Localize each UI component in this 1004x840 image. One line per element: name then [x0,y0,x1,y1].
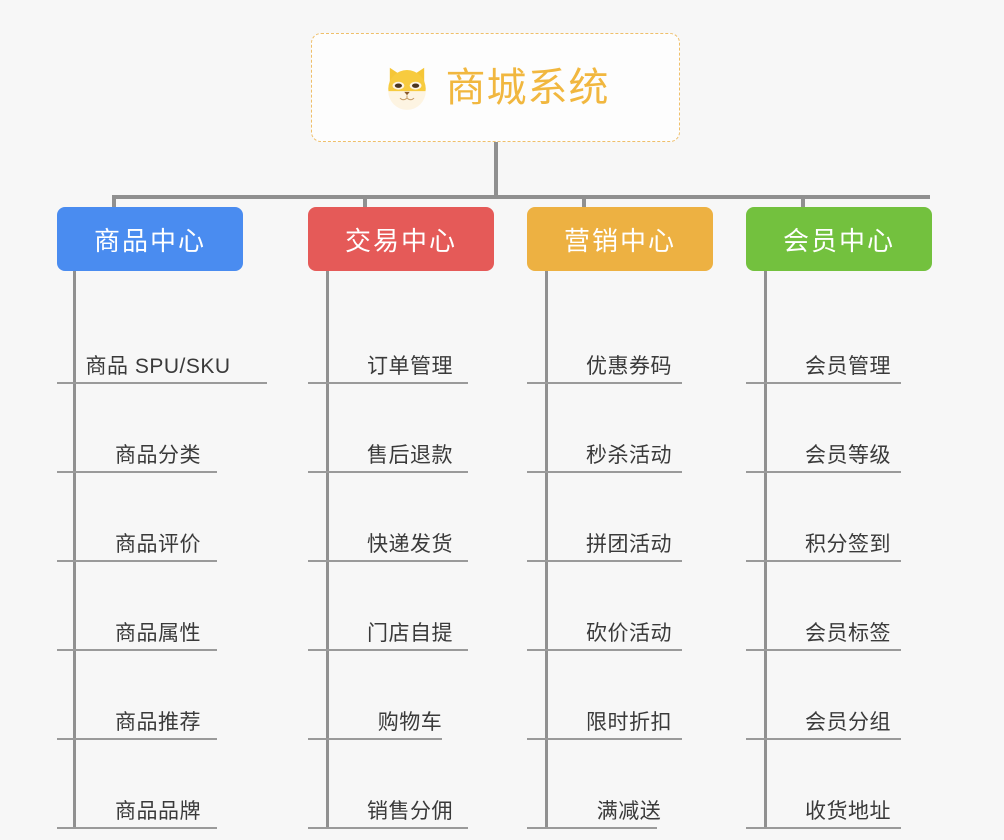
leaf-item-label: 限时折扣 [586,710,672,734]
leaf-item[interactable]: 商品品牌 [57,740,243,829]
leaf-item-label: 拼团活动 [586,532,672,556]
leaf-item-label: 售后退款 [367,443,453,467]
leaf-item-label: 秒杀活动 [586,443,672,467]
leaf-item-rule [308,827,468,829]
leaf-item[interactable]: 砍价活动 [527,562,713,651]
leaf-item[interactable]: 商品推荐 [57,651,243,740]
category-spine [764,271,767,829]
category-column-4: 会员中心会员管理会员等级积分签到会员标签会员分组收货地址 [746,207,932,829]
leaf-item-label: 会员管理 [805,354,891,378]
category-header[interactable]: 营销中心 [527,207,713,271]
leaf-item-label: 收货地址 [805,799,891,823]
leaf-item-label: 商品 SPU/SKU [85,354,231,378]
leaf-item[interactable]: 会员标签 [746,562,932,651]
leaf-item[interactable]: 售后退款 [308,384,494,473]
leaf-item-label: 订单管理 [367,354,453,378]
connector-drop-4 [801,195,805,209]
leaf-item-label: 砍价活动 [586,621,672,645]
leaf-item-label: 购物车 [377,710,443,734]
leaf-item-label: 会员标签 [805,621,891,645]
shiba-dog-face-icon [387,67,426,110]
connector-trunk-bar [112,195,930,199]
leaf-item-rule [527,471,682,473]
root-node-mall-system[interactable]: 商城系统 [311,33,680,142]
connector-drop-2 [363,195,367,209]
leaf-item-rule [308,471,468,473]
root-node-title: 商城系统 [445,65,610,110]
category-column-1: 商品中心商品 SPU/SKU 商品分类商品评价商品属性商品推荐商品品牌 [57,207,267,829]
category-header[interactable]: 商品中心 [57,207,243,271]
leaf-item-rule [527,382,682,384]
category-spine [545,271,548,829]
leaf-item-label: 会员分组 [805,710,891,734]
category-column-2: 交易中心订单管理售后退款快递发货门店自提购物车销售分佣 [308,207,494,829]
category-items: 优惠券码秒杀活动拼团活动砍价活动限时折扣满减送 [527,271,713,829]
category-column-3: 营销中心优惠券码秒杀活动拼团活动砍价活动限时折扣满减送 [527,207,713,829]
leaf-item[interactable]: 优惠券码 [527,295,713,384]
leaf-item-rule [746,738,901,740]
leaf-item-rule [746,471,901,473]
leaf-item-rule [57,382,267,384]
leaf-item[interactable]: 门店自提 [308,562,494,651]
leaf-item-rule [527,738,682,740]
leaf-item[interactable]: 限时折扣 [527,651,713,740]
leaf-item[interactable]: 收货地址 [746,740,932,829]
leaf-item-label: 商品品牌 [115,799,201,823]
leaf-item[interactable]: 商品 SPU/SKU [57,295,267,384]
leaf-item-rule [57,471,217,473]
leaf-item-rule [308,560,468,562]
leaf-item-label: 商品分类 [115,443,201,467]
leaf-item-label: 优惠券码 [586,354,672,378]
category-header[interactable]: 交易中心 [308,207,494,271]
connector-root-stem [494,142,498,197]
leaf-item-label: 会员等级 [805,443,891,467]
category-items: 订单管理售后退款快递发货门店自提购物车销售分佣 [308,271,494,829]
leaf-item-rule [746,649,901,651]
leaf-item-rule [527,560,682,562]
leaf-item[interactable]: 秒杀活动 [527,384,713,473]
leaf-item-label: 商品推荐 [115,710,201,734]
leaf-item-rule [57,560,217,562]
category-items: 商品 SPU/SKU 商品分类商品评价商品属性商品推荐商品品牌 [57,271,267,829]
leaf-item-rule [746,382,901,384]
leaf-item-rule [746,827,901,829]
leaf-item-rule [57,649,217,651]
leaf-item[interactable]: 购物车 [308,651,494,740]
leaf-item[interactable]: 会员等级 [746,384,932,473]
leaf-item-label: 快递发货 [367,532,453,556]
category-spine [73,271,76,829]
leaf-item[interactable]: 订单管理 [308,295,494,384]
leaf-item-label: 商品评价 [115,532,201,556]
leaf-item[interactable]: 商品属性 [57,562,243,651]
leaf-item-rule [308,738,442,740]
leaf-item-rule [746,560,901,562]
leaf-item[interactable]: 销售分佣 [308,740,494,829]
leaf-item-rule [527,649,682,651]
leaf-item[interactable]: 满减送 [527,740,713,829]
leaf-item[interactable]: 会员分组 [746,651,932,740]
leaf-item[interactable]: 商品分类 [57,384,243,473]
leaf-item-label: 满减送 [596,799,662,823]
leaf-item[interactable]: 商品评价 [57,473,243,562]
leaf-item-rule [308,382,468,384]
leaf-item-rule [308,649,468,651]
leaf-item-label: 积分签到 [805,532,891,556]
leaf-item[interactable]: 积分签到 [746,473,932,562]
leaf-item[interactable]: 拼团活动 [527,473,713,562]
leaf-item[interactable]: 快递发货 [308,473,494,562]
leaf-item-label: 门店自提 [367,621,453,645]
leaf-item[interactable]: 会员管理 [746,295,932,384]
leaf-item-rule [57,827,217,829]
leaf-item-label: 销售分佣 [367,799,453,823]
category-header[interactable]: 会员中心 [746,207,932,271]
leaf-item-rule [527,827,657,829]
leaf-item-label: 商品属性 [115,621,201,645]
category-items: 会员管理会员等级积分签到会员标签会员分组收货地址 [746,271,932,829]
connector-drop-1 [112,195,116,209]
category-spine [326,271,329,829]
leaf-item-rule [57,738,217,740]
connector-drop-3 [582,195,586,209]
